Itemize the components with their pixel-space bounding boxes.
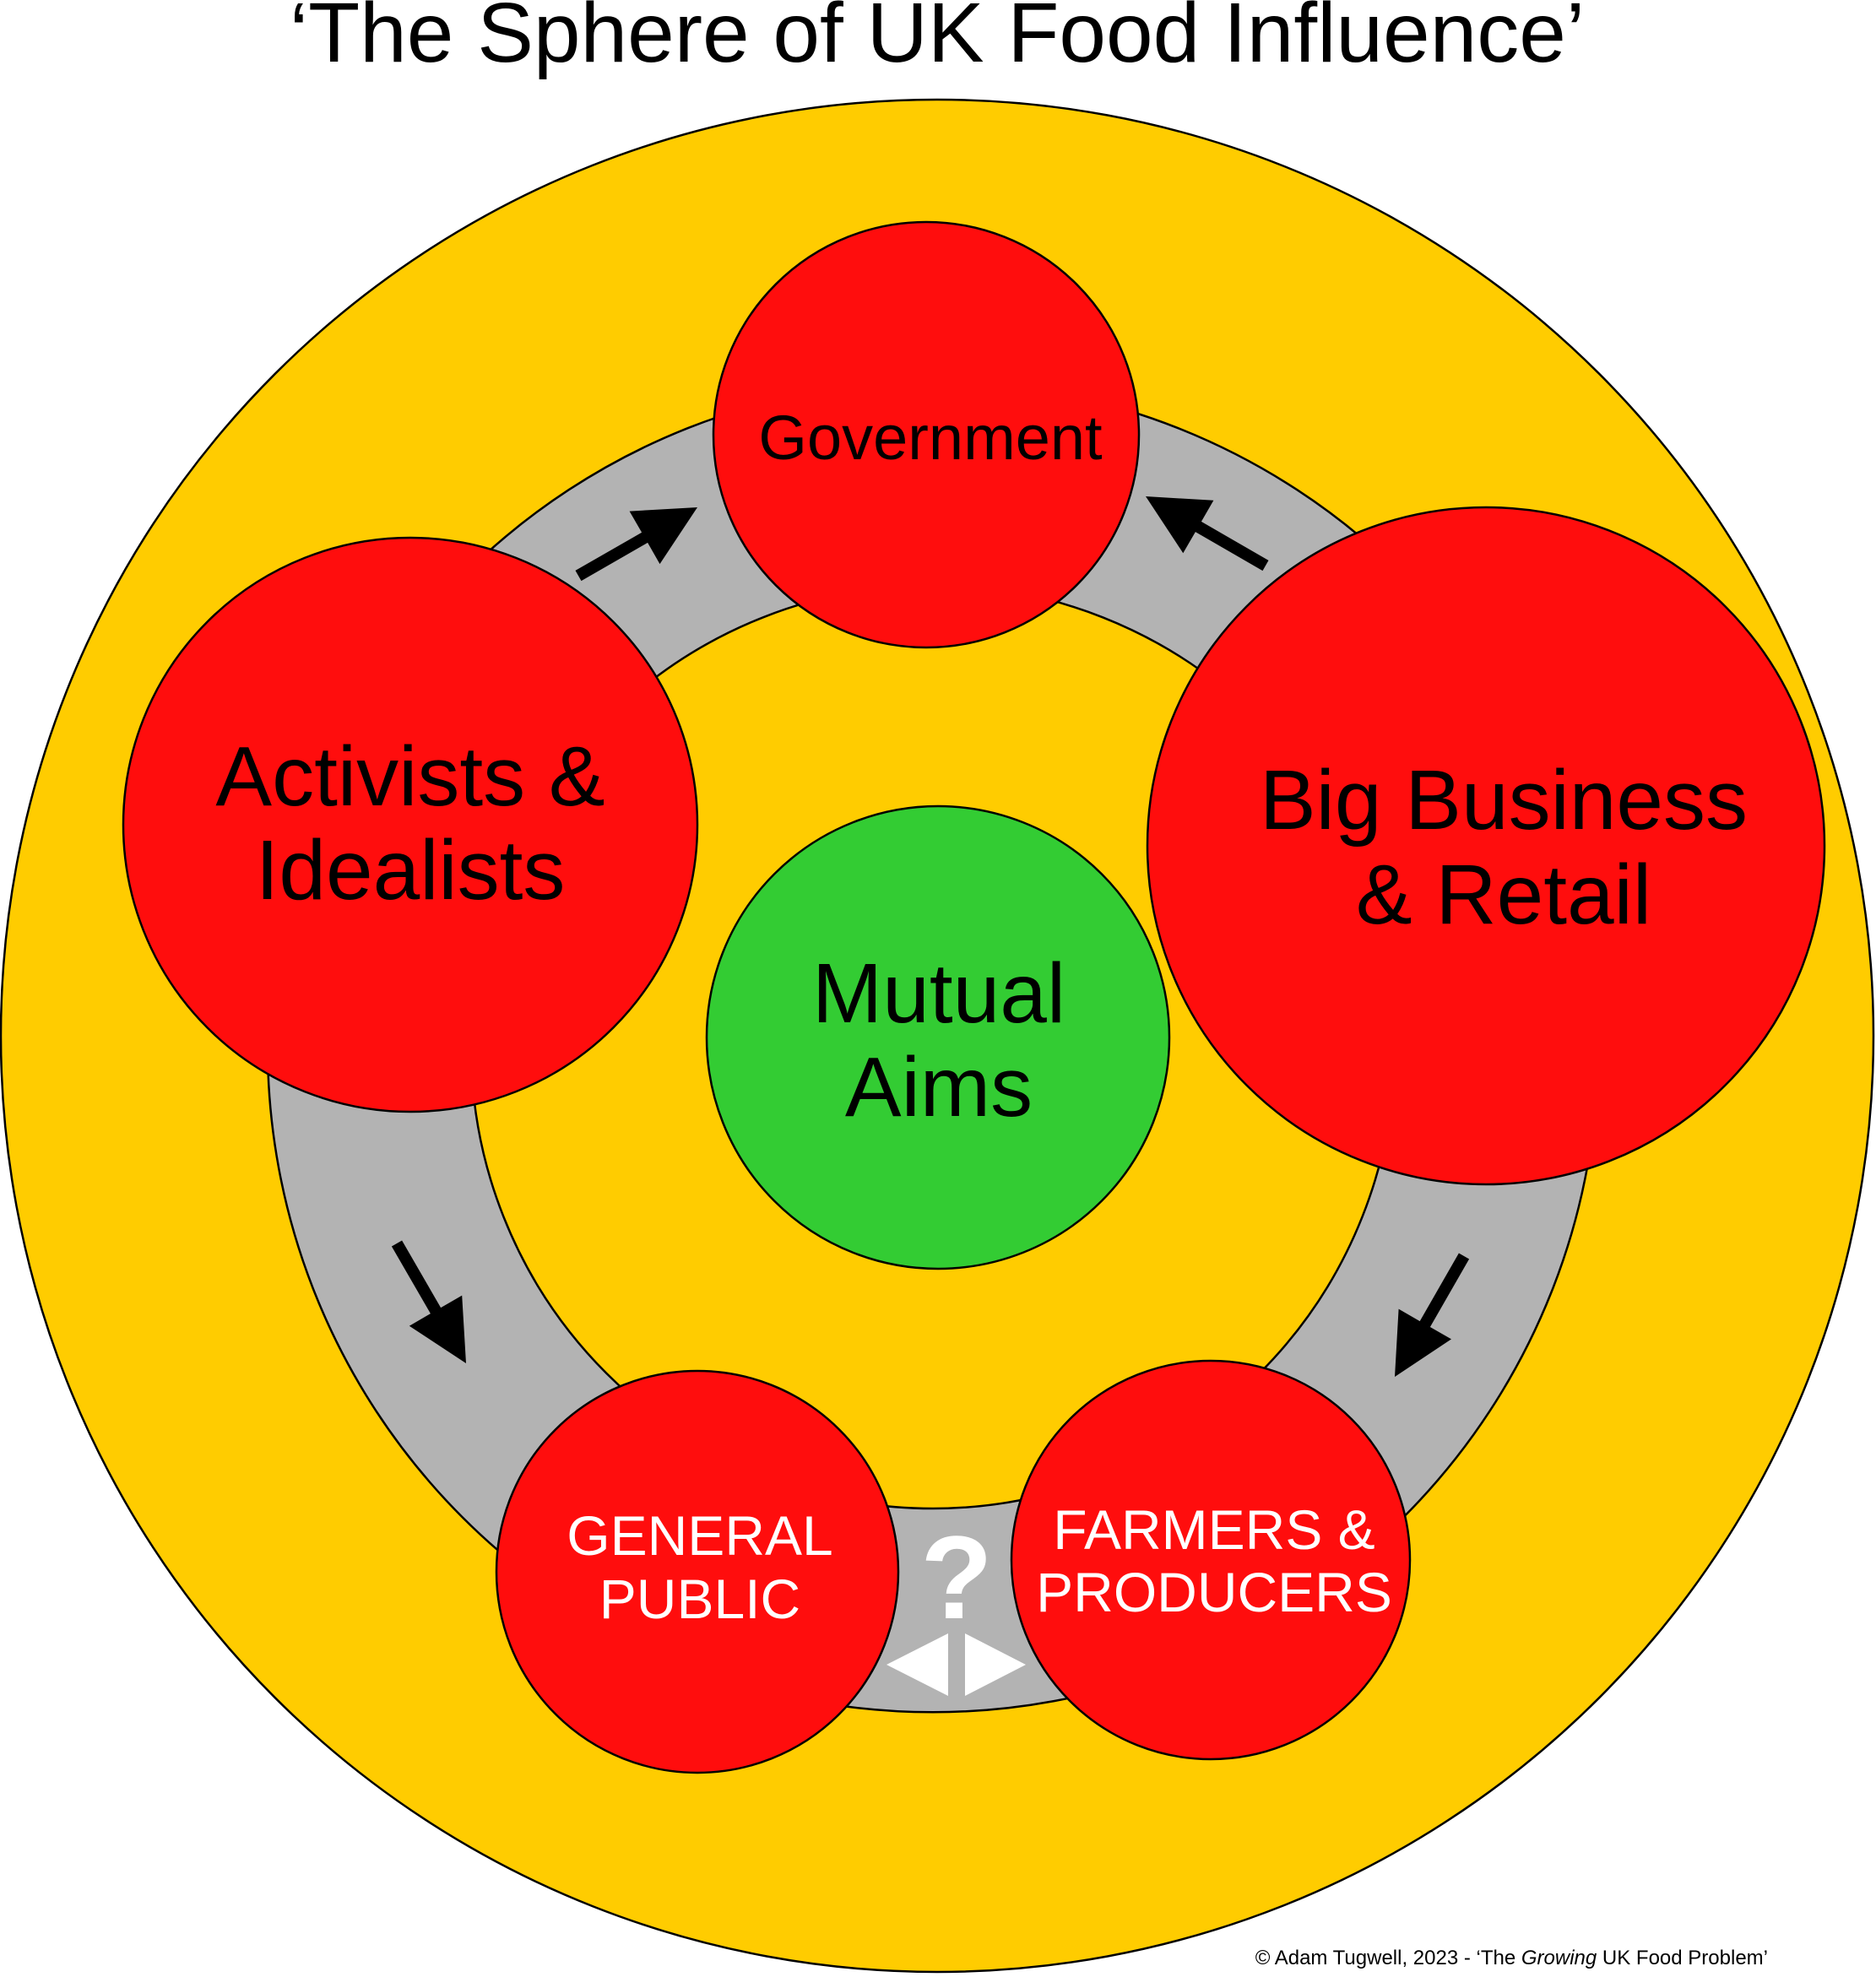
copyright-footer: © Adam Tugwell, 2023 - ‘The Growing UK F…: [1255, 1947, 1768, 1969]
general-public-label-line-2: PUBLIC: [599, 1568, 800, 1630]
activists-circle: [122, 536, 699, 1113]
footer-emphasis: Growing: [1521, 1947, 1597, 1969]
activists-label-line-1: Activists &: [215, 729, 605, 824]
footer-prefix: © Adam Tugwell, 2023 - ‘The: [1255, 1947, 1521, 1969]
farmers-label-line-2: PRODUCERS: [1036, 1561, 1392, 1623]
general-public-label-line-1: GENERAL: [567, 1504, 832, 1567]
farmers-circle: [1010, 1359, 1412, 1761]
big-business-label-line-2: & Retail: [1356, 848, 1651, 942]
mutual-aims-label-line-1: Mutual: [812, 946, 1065, 1041]
flow-arrow-icon: [575, 507, 697, 582]
mutual-aims-circle: [705, 804, 1171, 1270]
stakeholder-activists: Activists & Idealists: [122, 536, 699, 1113]
flow-arrow-icon: [1146, 496, 1269, 571]
uncertain-link: ?: [886, 1511, 1026, 1696]
mutual-aims: Mutual Aims: [705, 804, 1171, 1270]
stakeholder-general-public: GENERAL PUBLIC: [495, 1369, 900, 1774]
double-arrow-left-half-icon: [886, 1633, 948, 1696]
farmers-label-line-1: FARMERS &: [1053, 1498, 1374, 1561]
big-business-label-line-1: Big Business: [1260, 753, 1748, 848]
question-mark-icon: ?: [920, 1511, 993, 1644]
diagram-title: ‘The Sphere of UK Food Influence’: [290, 0, 1585, 80]
government-circle: [712, 220, 1141, 649]
footer-suffix: UK Food Problem’: [1597, 1947, 1768, 1969]
stakeholder-government: Government: [712, 220, 1141, 649]
government-label: Government: [758, 403, 1103, 473]
big-business-circle: [1146, 506, 1826, 1186]
flow-arrow-icon: [1395, 1253, 1470, 1377]
stakeholder-big-business: Big Business & Retail: [1146, 506, 1826, 1186]
flow-arrows: [391, 496, 1470, 1377]
stakeholder-farmers: FARMERS & PRODUCERS: [1010, 1359, 1412, 1761]
flow-arrow-icon: [391, 1240, 466, 1363]
general-public-circle: [495, 1369, 900, 1774]
double-arrow-right-half-icon: [965, 1633, 1026, 1696]
mutual-aims-label-line-2: Aims: [845, 1040, 1033, 1135]
activists-label-line-2: Idealists: [256, 823, 566, 918]
